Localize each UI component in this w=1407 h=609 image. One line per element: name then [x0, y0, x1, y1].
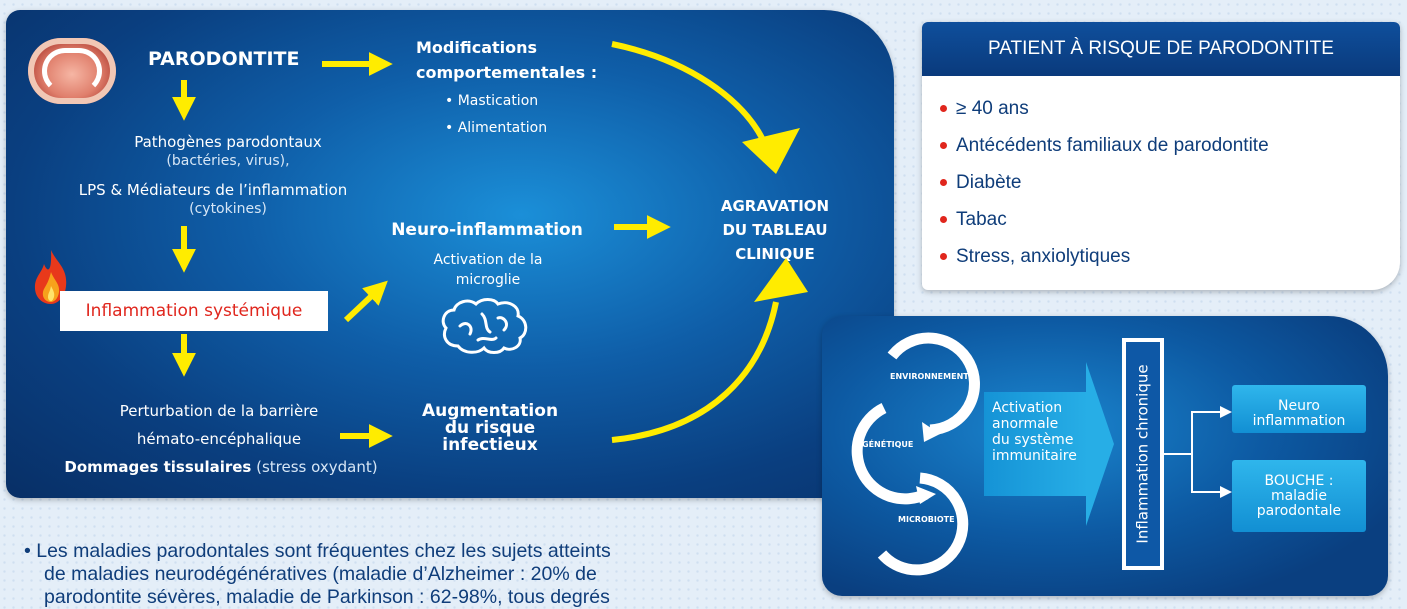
risk-panel: PATIENT À RISQUE DE PARODONTITE ≥ 40 ans…: [922, 22, 1400, 290]
footer-line-3: parodontite sévères, maladie de Parkinso…: [44, 586, 610, 608]
main-diagram-panel: [6, 10, 894, 498]
activation-line-2: anormale: [992, 416, 1059, 432]
genetique-label: GÉNÉTIQUE: [862, 440, 914, 449]
curve-modif-to-outcome: [611, 41, 765, 140]
brain-icon: [441, 298, 528, 354]
outcome-line-2: DU TABLEAU: [722, 221, 828, 239]
out2-line-1: BOUCHE :: [1264, 473, 1334, 489]
risk-list: ≥ 40 ans Antécédents familiaux de parodo…: [922, 90, 1400, 275]
outcome-line-3: CLINIQUE: [735, 245, 815, 263]
activation-box: Activation anormale du système immunitai…: [984, 392, 1088, 496]
cytokines-text: (cytokines): [189, 201, 267, 217]
microbiote-label: MICROBIOTE: [898, 515, 955, 524]
damage-text: Dommages tissulaires (stress oxydant): [36, 458, 406, 476]
parodontite-label: PARODONTITE: [148, 48, 300, 70]
mastication-item: • Mastication: [445, 93, 539, 109]
out1-line-1: Neuro: [1278, 398, 1320, 414]
risk-item: ≥ 40 ans: [940, 90, 1400, 127]
damage-bold: Dommages tissulaires: [64, 458, 252, 476]
curve-head-bottom: [754, 258, 808, 302]
ring-environnement: [887, 332, 980, 436]
risk-item: Stress, anxiolytiques: [940, 238, 1400, 275]
curve-head-top: [742, 128, 800, 174]
open-mouth-icon: [28, 38, 116, 104]
curve-augm-to-outcome: [611, 301, 779, 443]
pathogens-text: Pathogènes parodontaux: [134, 133, 322, 151]
ring-microbiote: [877, 472, 969, 576]
activation-line-3: du système: [992, 432, 1074, 448]
environnement-label: ENVIRONNEMENT: [890, 372, 969, 381]
risk-item: Diabète: [940, 164, 1400, 201]
neuro-inflammation-title: Neuro-inflammation: [391, 220, 583, 240]
footer-line-2: de maladies neurodégénératives (maladie …: [44, 563, 597, 585]
inflammation-systemique-box: Inflammation systémique: [60, 291, 328, 331]
yellow-arrows: [172, 41, 808, 448]
alimentation-item: • Alimentation: [445, 120, 548, 136]
branch-arrows: [1164, 406, 1232, 498]
cycle-rings: [851, 332, 980, 576]
modifications-title-2: comportementales :: [416, 63, 598, 82]
out1-line-2: inflammation: [1252, 413, 1346, 429]
activation-line-4: immunitaire: [992, 448, 1077, 464]
barrier-text-2: hémato-encéphalique: [136, 430, 302, 448]
neuro-inflammation-box: Neuro inflammation: [1232, 385, 1366, 433]
footer-text: • Les maladies parodontales sont fréquen…: [24, 540, 814, 609]
activation-microglie-1: Activation de la: [433, 252, 543, 268]
ring-genetique: [851, 403, 929, 505]
activation-arrow-head: [1086, 362, 1114, 526]
bouche-box: BOUCHE : maladie parodontale: [1232, 460, 1366, 532]
chronic-inflammation-bar: Inflammation chronique: [1122, 338, 1164, 570]
fire-icon: [34, 250, 67, 304]
risk-item: Tabac: [940, 201, 1400, 238]
damage-rest: (stress oxydant): [251, 458, 378, 476]
barrier-text-1: Perturbation de la barrière: [119, 402, 319, 420]
risk-item: Antécédents familiaux de parodontite: [940, 127, 1400, 164]
activation-microglie-2: microglie: [455, 272, 521, 288]
pathogens-detail: (bactéries, virus),: [166, 153, 290, 169]
augmentation-title-1: Augmentation: [421, 401, 559, 421]
lps-text: LPS & Médiateurs de l’inflammation: [78, 181, 348, 199]
activation-line-1: Activation: [992, 400, 1063, 416]
out2-line-2: maladie: [1270, 488, 1328, 504]
footer-line-1: • Les maladies parodontales sont fréquen…: [24, 540, 611, 562]
modifications-title-1: Modifications: [416, 38, 538, 57]
chronic-inflammation-label: Inflammation chronique: [1134, 364, 1152, 544]
augmentation-title-2: du risque infectieux: [442, 418, 538, 455]
outcome-line-1: AGRAVATION: [720, 197, 830, 215]
risk-panel-title: PATIENT À RISQUE DE PARODONTITE: [922, 22, 1400, 76]
arrow-to-neuro: [343, 280, 388, 323]
out2-line-3: parodontale: [1256, 503, 1342, 519]
